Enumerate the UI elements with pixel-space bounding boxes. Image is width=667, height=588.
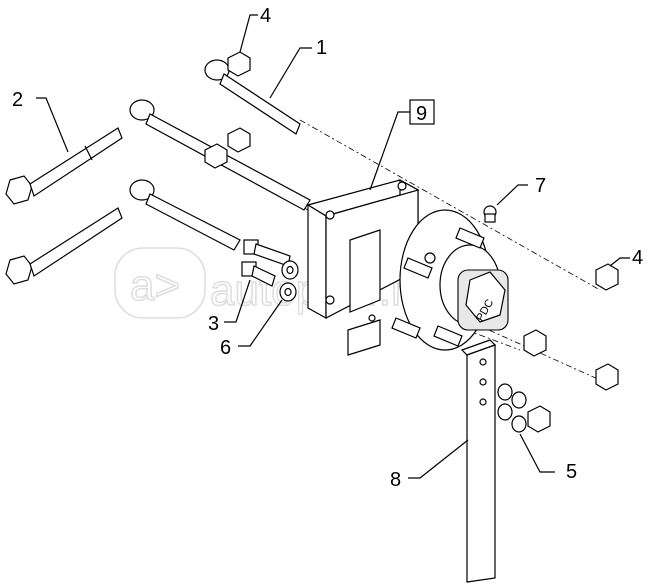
callout-2: 2 (12, 89, 23, 111)
callout-box-9 (409, 99, 435, 125)
callout-1: 1 (316, 37, 327, 59)
callout-4-right: 4 (632, 247, 643, 269)
callout-3: 3 (208, 313, 219, 335)
callout-7: 7 (535, 175, 546, 197)
fastener-part-5 (497, 383, 551, 433)
screw-part-3 (241, 239, 299, 302)
hub-assembly: PDC (391, 209, 509, 351)
callout-5: 5 (566, 461, 577, 483)
eye-bolt-part-1 (129, 59, 311, 251)
nut-part-4 (204, 51, 619, 391)
bracket-part-9 (306, 178, 420, 356)
callout-9: 9 (416, 103, 427, 125)
svg-text:a>: a> (130, 261, 180, 310)
leader-lines (36, 14, 630, 479)
callout-labels: 1 2 3 4 4 5 6 7 8 9 (12, 5, 643, 491)
callout-8: 8 (390, 469, 401, 491)
callout-6: 6 (220, 337, 231, 359)
grease-nipple-part-7 (483, 205, 497, 223)
strip-part-8 (460, 339, 497, 583)
callout-4-top: 4 (260, 5, 271, 27)
bolt-part-2 (5, 127, 123, 285)
